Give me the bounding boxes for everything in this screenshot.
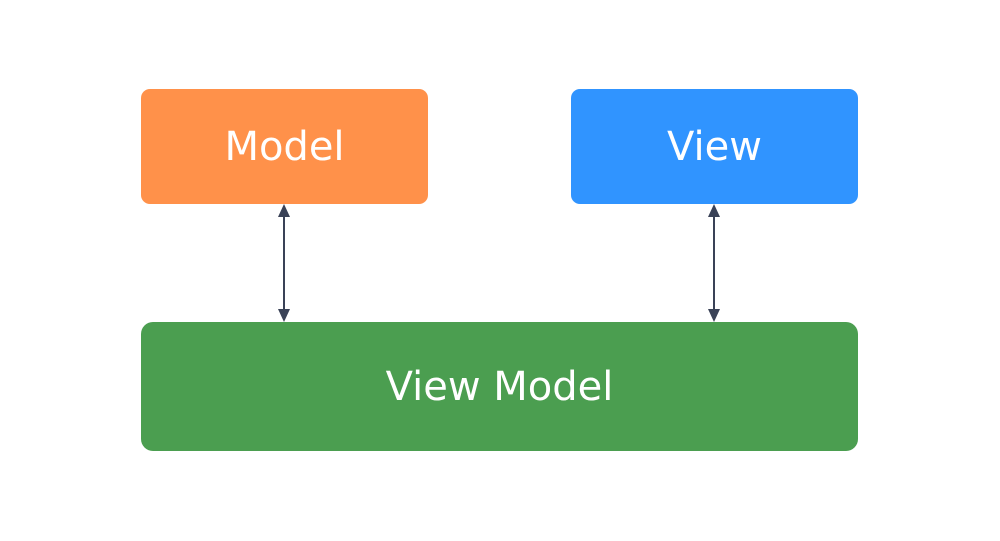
model-box: Model <box>141 89 428 204</box>
view-box: View <box>571 89 858 204</box>
arrowhead-up-icon <box>278 204 290 217</box>
arrowhead-up-icon <box>708 204 720 217</box>
view-model-box: View Model <box>141 322 858 451</box>
view-model-label: View Model <box>385 363 614 410</box>
model-label: Model <box>224 123 345 170</box>
view-viewmodel-connector <box>708 204 720 322</box>
arrowhead-down-icon <box>708 309 720 322</box>
arrowhead-down-icon <box>278 309 290 322</box>
view-label: View <box>667 123 762 170</box>
model-viewmodel-connector <box>278 204 290 322</box>
